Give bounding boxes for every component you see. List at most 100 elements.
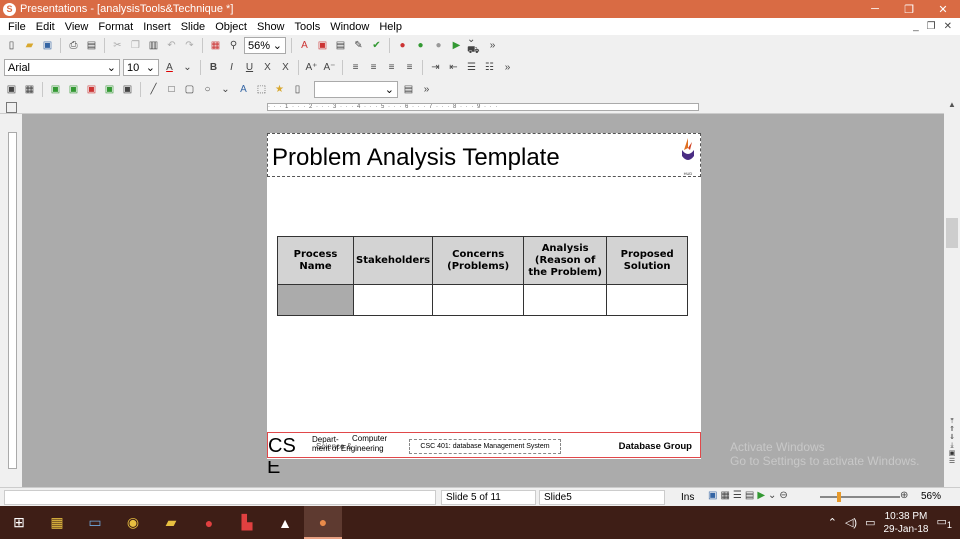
text-tool-icon[interactable]: A [240,84,247,95]
menu-slide[interactable]: Slide [180,20,206,33]
rectangle-icon[interactable]: □ [168,84,175,95]
zoom-in-icon[interactable]: ⊕ [900,490,909,501]
image-icon[interactable]: ▣ [104,84,115,95]
numbering-icon[interactable]: ☰ [467,62,476,73]
style-combo[interactable]: ⌄ [314,81,398,98]
new-icon[interactable]: ▯ [8,40,15,51]
taskbar-app-2-icon[interactable]: ▭ [88,514,102,530]
settings-icon[interactable]: ● [435,40,442,51]
sorter-view-icon[interactable]: ▦ [720,490,730,501]
taskbar-app-t-icon[interactable]: ● [204,514,214,531]
doc-restore-icon[interactable]: ❐ [926,21,936,32]
callout-icon[interactable]: ⌄ [221,84,230,95]
clock[interactable]: 10:38 PM 29-Jan-18 [883,510,928,536]
scroll-thumb[interactable] [946,218,958,248]
media-icon[interactable]: ▣ [122,84,133,95]
last-slide-icon[interactable]: ⤓ [950,442,954,449]
underline-icon[interactable]: U [245,62,254,73]
undo-icon[interactable]: ↶ [167,40,176,51]
doc-minimize-icon[interactable]: _ [913,21,919,32]
insert-mode[interactable]: Ins [681,492,695,503]
slide-sorter-icon[interactable]: ▣ [948,450,956,457]
font-combo[interactable]: Arial⌄ [4,59,120,76]
table-cell[interactable] [277,284,354,316]
menu-file[interactable]: File [8,20,26,33]
star-icon[interactable]: ★ [275,84,284,95]
first-slide-icon[interactable]: ⤒ [950,418,954,425]
spellcheck-icon[interactable]: ✔ [372,40,381,51]
cut-icon[interactable]: ✂ [113,40,122,51]
grid-icon[interactable]: ▦ [24,84,35,95]
slide-title-box[interactable]: Problem Analysis Template HUD [267,133,701,177]
outline-view-icon[interactable]: ☰ [732,490,742,501]
menu-edit[interactable]: Edit [35,20,55,33]
image-icon[interactable]: ▣ [317,40,328,51]
align-right-icon[interactable]: ≡ [388,62,395,73]
table-cell[interactable] [352,284,434,316]
strikethrough-icon[interactable]: X [264,62,271,73]
zoom-out-icon[interactable]: ⊖ [779,490,788,501]
chrome-icon[interactable]: ◉ [126,514,140,530]
table-icon[interactable]: ▤ [335,40,346,51]
record-icon[interactable]: ● [417,40,424,51]
play-icon[interactable]: ▶ [452,40,461,51]
ellipse-icon[interactable]: ○ [204,84,211,95]
notes-view-icon[interactable]: ▤ [744,490,755,501]
superscript-icon[interactable]: A⁺ [305,62,318,73]
menu-help[interactable]: Help [379,20,402,33]
copy-icon[interactable]: ❐ [131,40,140,51]
chevron-down-icon[interactable]: ⌄ [183,62,192,73]
overflow-icon[interactable]: » [504,62,511,73]
taskbar-app-1-icon[interactable]: ▦ [50,514,64,530]
file-explorer-icon[interactable]: ▰ [165,514,177,530]
zoom-slider-knob[interactable] [837,492,841,502]
font-color-icon[interactable]: A [166,62,173,73]
select-icon[interactable]: ⬚ [256,84,267,95]
size-combo[interactable]: 10⌄ [123,59,159,76]
overflow-icon[interactable]: » [423,84,430,95]
textart-icon[interactable]: ▣ [86,84,97,95]
problem-analysis-table[interactable]: Process Name Stakeholders Concerns (Prob… [277,236,689,316]
menu-format[interactable]: Format [98,20,134,33]
chart-icon[interactable]: ▣ [68,84,79,95]
menu-object[interactable]: Object [215,20,247,33]
shape-icon[interactable]: ▣ [50,84,61,95]
minimize-button[interactable]: ─ [871,3,879,15]
menu-view[interactable]: View [64,20,89,33]
volume-icon[interactable]: ◁) [844,517,858,529]
outdent-icon[interactable]: ⇤ [449,62,458,73]
notification-icon[interactable]: ▭1 [936,515,953,531]
play-icon[interactable]: ▶ [757,490,766,501]
menu-window[interactable]: Window [330,20,370,33]
table-cell[interactable] [432,284,525,316]
align-left-icon[interactable]: ≡ [352,62,359,73]
prev-slide-icon[interactable]: ⇑ [949,426,955,433]
menu-insert[interactable]: Insert [143,20,171,33]
photos-icon[interactable]: ▲ [278,514,292,531]
transition-icon[interactable]: ● [399,40,406,51]
start-icon[interactable]: ⊞ [13,514,25,530]
zoom-slider[interactable] [820,496,900,498]
close-button[interactable]: ✕ [938,3,948,16]
overflow-icon[interactable]: » [489,40,496,51]
bold-icon[interactable]: B [209,62,218,73]
zoom-icon[interactable]: ⚲ [229,40,238,51]
pdf-icon[interactable]: ▙ [241,514,253,530]
placeholder-icon[interactable]: ▯ [294,84,301,95]
slide-view-icon[interactable]: ▣ [708,490,718,501]
cart-icon[interactable]: ⌄ ⛟ [467,33,480,56]
chevron-down-icon[interactable]: ⌄ [768,490,777,501]
subscript-icon[interactable]: A⁻ [323,62,336,73]
line-style-icon[interactable]: ▤ [403,84,414,95]
menu-tools[interactable]: Tools [294,20,321,33]
indent-icon[interactable]: ⇥ [431,62,440,73]
outline-icon[interactable]: ☰ [948,458,956,465]
redo-icon[interactable]: ↷ [185,40,194,51]
network-icon[interactable]: ▭ [865,517,876,529]
chart-icon[interactable]: ▦ [210,40,221,51]
presentations-taskbar-icon[interactable]: ● [304,506,342,539]
next-slide-icon[interactable]: ⇓ [949,434,955,441]
table-cell[interactable] [606,284,689,316]
text-icon[interactable]: A [301,40,308,51]
print-preview-icon[interactable]: ▤ [86,40,97,51]
